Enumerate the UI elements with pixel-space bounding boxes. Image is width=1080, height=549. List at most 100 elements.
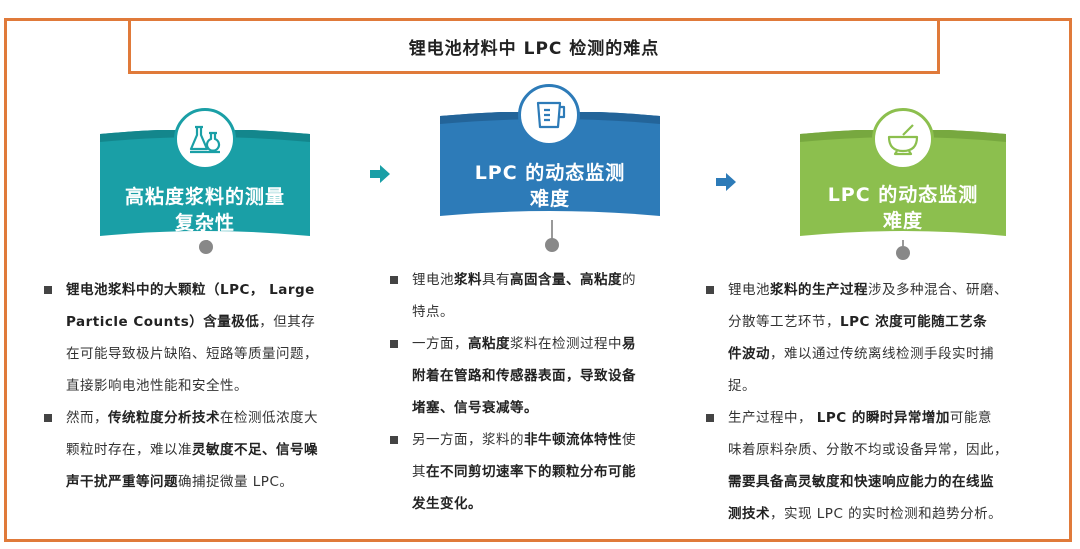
bullet-item: 然而，传统粒度分析技术在检测低浓度大颗粒时存在，难以准灵敏度不足、信号噪声干扰严… bbox=[44, 402, 374, 498]
bold-text: 需要具备高灵敏度和快速响应能力的在线监 bbox=[728, 474, 994, 490]
bold-text: 易 bbox=[622, 336, 636, 352]
body-text: 浆料在检测过程中 bbox=[510, 336, 622, 352]
bullet-line: 声干扰严重等问题确捕捉微量 LPC。 bbox=[66, 466, 374, 498]
body-text: 在检测低浓度大 bbox=[220, 410, 318, 426]
body-text: 在可能导致极片缺陷、短路等质量问题， bbox=[66, 346, 318, 362]
banner-1-line1: 高粘度浆料的测量 bbox=[124, 186, 285, 208]
banner-2-line1: LPC 的动态监测 bbox=[474, 162, 626, 184]
body-text: 生产过程中， bbox=[728, 410, 817, 426]
flask-icon bbox=[174, 108, 236, 170]
bold-text: LPC 的瞬时异常增加 bbox=[816, 410, 950, 426]
bullet-square-icon bbox=[706, 414, 714, 422]
body-text: 涉及多种混合、研磨、 bbox=[868, 282, 1008, 298]
bullet-line: Particle Counts）含量极低，但其存 bbox=[66, 306, 374, 338]
bullet-line: 需要具备高灵敏度和快速响应能力的在线监 bbox=[728, 466, 1051, 498]
bold-text: 锂电池浆料中的大颗粒（LPC， Large bbox=[66, 282, 315, 298]
connector-dot-3 bbox=[896, 246, 910, 260]
bullet-line: 锂电池浆料中的大颗粒（LPC， Large bbox=[66, 274, 374, 306]
bullet-item: 锂电池浆料的生产过程涉及多种混合、研磨、分散等工艺环节，LPC 浓度可能随工艺条… bbox=[706, 274, 1051, 402]
banner-1-line2: 复杂性 bbox=[174, 212, 235, 234]
bullet-line: 发生变化。 bbox=[412, 488, 690, 520]
connector-dot-2 bbox=[545, 238, 559, 252]
bold-text: 高粘度 bbox=[468, 336, 510, 352]
body-text: 确捕捉微量 LPC。 bbox=[178, 474, 294, 490]
arrow-right-icon-1 bbox=[370, 165, 390, 183]
body-text: 具有 bbox=[482, 272, 510, 288]
column-2-text: 锂电池浆料具有高固含量、高粘度的特点。一方面，高粘度浆料在检测过程中易附着在管路… bbox=[390, 264, 690, 520]
stem-2 bbox=[551, 220, 553, 240]
bold-text: 在不同剪切速率下的颗粒分布可能 bbox=[426, 464, 636, 480]
bullet-item: 另一方面，浆料的非牛顿流体特性使其在不同剪切速率下的颗粒分布可能发生变化。 bbox=[390, 424, 690, 520]
body-text: ，难以通过传统离线检测手段实时捕 bbox=[770, 346, 994, 362]
body-text: 使 bbox=[622, 432, 636, 448]
body-text: 分散等工艺环节， bbox=[728, 314, 840, 330]
stem-3 bbox=[902, 240, 904, 246]
body-text: ，实现 LPC 的实时检测和趋势分析。 bbox=[770, 506, 1003, 522]
bullet-line: 捉。 bbox=[728, 370, 1051, 402]
column-3-text: 锂电池浆料的生产过程涉及多种混合、研磨、分散等工艺环节，LPC 浓度可能随工艺条… bbox=[706, 274, 1051, 530]
connector-dot-1 bbox=[199, 240, 213, 254]
bullet-line: 颗粒时存在，难以准灵敏度不足、信号噪 bbox=[66, 434, 374, 466]
bullet-line: 分散等工艺环节，LPC 浓度可能随工艺条 bbox=[728, 306, 1051, 338]
body-text: 味着原料杂质、分散不均或设备异常，因此， bbox=[728, 442, 1008, 458]
bullet-square-icon bbox=[390, 340, 398, 348]
bullet-item: 一方面，高粘度浆料在检测过程中易附着在管路和传感器表面，导致设备堵塞、信号衰减等… bbox=[390, 328, 690, 424]
bold-text: 非牛顿流体特性 bbox=[524, 432, 622, 448]
arrow-right-icon-2 bbox=[716, 173, 736, 191]
bullet-line: 锂电池浆料具有高固含量、高粘度的 bbox=[412, 264, 690, 296]
bullet-line: 在可能导致极片缺陷、短路等质量问题， bbox=[66, 338, 374, 370]
body-text: 然而， bbox=[66, 410, 108, 426]
bullet-line: 特点。 bbox=[412, 296, 690, 328]
bullet-square-icon bbox=[390, 276, 398, 284]
body-text: 特点。 bbox=[412, 304, 454, 320]
bullet-line: 锂电池浆料的生产过程涉及多种混合、研磨、 bbox=[728, 274, 1051, 306]
bullet-line: 堵塞、信号衰减等。 bbox=[412, 392, 690, 424]
body-text: 捉。 bbox=[728, 378, 756, 394]
page-title: 锂电池材料中 LPC 检测的难点 bbox=[128, 18, 940, 74]
bold-text: 测技术 bbox=[728, 506, 770, 522]
banner-2: LPC 的动态监测 难度 bbox=[440, 112, 660, 220]
banner-2-line2: 难度 bbox=[529, 188, 570, 210]
bold-text: 浆料的生产过程 bbox=[770, 282, 868, 298]
bullet-line: 直接影响电池性能和安全性。 bbox=[66, 370, 374, 402]
bold-text: 浆料 bbox=[454, 272, 482, 288]
bullet-square-icon bbox=[44, 414, 52, 422]
bullet-item: 生产过程中， LPC 的瞬时异常增加可能意味着原料杂质、分散不均或设备异常，因此… bbox=[706, 402, 1051, 530]
body-text: 其 bbox=[412, 464, 426, 480]
body-text: 另一方面，浆料的 bbox=[412, 432, 524, 448]
bullet-line: 生产过程中， LPC 的瞬时异常增加可能意 bbox=[728, 402, 1051, 434]
bullet-square-icon bbox=[706, 286, 714, 294]
bullet-line: 一方面，高粘度浆料在检测过程中易 bbox=[412, 328, 690, 360]
beaker-icon bbox=[518, 84, 580, 146]
bullet-line: 另一方面，浆料的非牛顿流体特性使 bbox=[412, 424, 690, 456]
mortar-icon bbox=[872, 108, 934, 170]
bold-text: LPC 浓度可能随工艺条 bbox=[840, 314, 988, 330]
banner-3: LPC 的动态监测 难度 bbox=[800, 130, 1006, 240]
body-text: 一方面， bbox=[412, 336, 468, 352]
body-text: 直接影响电池性能和安全性。 bbox=[66, 378, 248, 394]
banner-3-line1: LPC 的动态监测 bbox=[827, 184, 979, 206]
bullet-line: 味着原料杂质、分散不均或设备异常，因此， bbox=[728, 434, 1051, 466]
bullet-square-icon bbox=[44, 286, 52, 294]
body-text: 颗粒时存在，难以准 bbox=[66, 442, 192, 458]
bold-text: 件波动 bbox=[728, 346, 770, 362]
bullet-line: 件波动，难以通过传统离线检测手段实时捕 bbox=[728, 338, 1051, 370]
body-text: 的 bbox=[622, 272, 636, 288]
body-text: 锂电池 bbox=[412, 272, 454, 288]
bullet-line: 测技术，实现 LPC 的实时检测和趋势分析。 bbox=[728, 498, 1051, 530]
bullet-line: 附着在管路和传感器表面，导致设备 bbox=[412, 360, 690, 392]
bold-text: 附着在管路和传感器表面，导致设备 bbox=[412, 368, 636, 384]
banner-3-line2: 难度 bbox=[882, 210, 923, 232]
bold-text: 声干扰严重等问题 bbox=[66, 474, 178, 490]
bullet-line: 然而，传统粒度分析技术在检测低浓度大 bbox=[66, 402, 374, 434]
bullet-square-icon bbox=[390, 436, 398, 444]
body-text: ，但其存 bbox=[259, 314, 316, 330]
body-text: 可能意 bbox=[949, 410, 992, 426]
bullet-item: 锂电池浆料具有高固含量、高粘度的特点。 bbox=[390, 264, 690, 328]
bullet-line: 其在不同剪切速率下的颗粒分布可能 bbox=[412, 456, 690, 488]
body-text: 锂电池 bbox=[728, 282, 770, 298]
bold-text: 灵敏度不足、信号噪 bbox=[192, 442, 318, 458]
bold-text: 堵塞、信号衰减等。 bbox=[412, 400, 538, 416]
